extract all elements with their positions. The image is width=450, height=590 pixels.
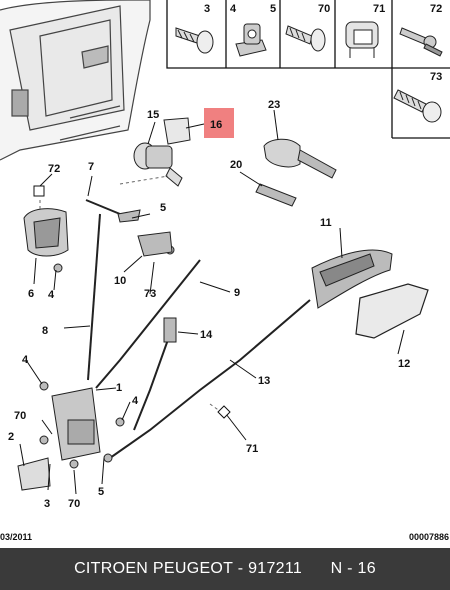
table-header-4: 4 bbox=[230, 3, 237, 15]
cable-14 bbox=[133, 333, 171, 431]
nut-71-drawing bbox=[345, 21, 379, 58]
callout-70b: 70 bbox=[68, 498, 80, 510]
callout-14: 14 bbox=[200, 329, 213, 341]
table-header-3: 3 bbox=[204, 3, 210, 15]
callout-6: 6 bbox=[28, 288, 34, 300]
callout-71: 71 bbox=[246, 443, 258, 455]
inner-handle-drawing bbox=[311, 249, 393, 309]
callout-11: 11 bbox=[320, 217, 332, 229]
footer-title: CITROEN PEUGEOT - 917211 bbox=[74, 560, 303, 577]
callout-4a: 4 bbox=[48, 289, 55, 301]
clip-4-5-drawing bbox=[235, 23, 267, 57]
rod-8 bbox=[87, 213, 101, 381]
callout-8: 8 bbox=[42, 325, 48, 337]
bolt-73-drawing bbox=[393, 89, 442, 123]
footer-date: 03/2011 bbox=[0, 532, 33, 542]
footer-gap bbox=[302, 560, 330, 578]
callout-box-72 bbox=[33, 185, 45, 197]
callout-3: 3 bbox=[44, 498, 50, 510]
callout-70a: 70 bbox=[14, 410, 26, 422]
callout-73: 73 bbox=[144, 288, 156, 300]
part-20-drawing bbox=[255, 183, 297, 207]
screw-3-drawing bbox=[175, 27, 214, 54]
lock-unit-drawing bbox=[51, 387, 101, 461]
callout-5a: 5 bbox=[160, 202, 166, 214]
callout-23: 23 bbox=[268, 99, 280, 111]
table-header-5: 5 bbox=[270, 3, 276, 15]
footer-ref: 00007886 bbox=[408, 532, 449, 542]
rods-and-cables bbox=[85, 199, 311, 459]
lock-cylinder-drawing bbox=[133, 117, 191, 187]
callout-9: 9 bbox=[234, 287, 240, 299]
callout-1: 1 bbox=[116, 382, 122, 394]
outer-handle-drawing bbox=[23, 208, 69, 257]
callout-4b: 4 bbox=[22, 354, 29, 366]
small-fasteners bbox=[39, 209, 177, 469]
parts-diagram: 3 4 5 70 71 72 73 bbox=[0, 0, 450, 510]
leader-lines bbox=[19, 109, 405, 495]
footer-bar: CITROEN PEUGEOT - 917211 N - 16 bbox=[0, 548, 450, 590]
rod-9 bbox=[95, 259, 201, 389]
callout-15: 15 bbox=[147, 109, 159, 121]
table-header-70: 70 bbox=[318, 3, 330, 15]
cable-13 bbox=[109, 299, 311, 459]
footer-page: N - 16 bbox=[330, 560, 376, 577]
table-header-71: 71 bbox=[373, 3, 385, 15]
bolt-72-drawing bbox=[399, 27, 443, 57]
callout-2: 2 bbox=[8, 431, 14, 443]
highlighted-part-16-box bbox=[204, 108, 234, 138]
screw-70-drawing bbox=[285, 25, 326, 52]
callout-72: 72 bbox=[48, 163, 60, 175]
table-header-72: 72 bbox=[430, 3, 442, 15]
callout-10: 10 bbox=[114, 275, 126, 287]
fastener-table bbox=[166, 0, 450, 139]
callout-20: 20 bbox=[230, 159, 242, 171]
callout-5b: 5 bbox=[98, 486, 104, 498]
callout-4c: 4 bbox=[132, 395, 139, 407]
callout-12: 12 bbox=[398, 358, 410, 370]
callout-16: 16 bbox=[210, 119, 222, 131]
table-header-73: 73 bbox=[430, 71, 442, 83]
callout-diamond-71 bbox=[217, 405, 231, 419]
door-panel-drawing bbox=[0, 0, 151, 161]
bracket-2-drawing bbox=[17, 457, 51, 491]
bezel-12-drawing bbox=[355, 283, 429, 339]
key-23-drawing bbox=[263, 138, 337, 179]
callout-13: 13 bbox=[258, 375, 270, 387]
rod-7 bbox=[85, 199, 121, 215]
callout-7: 7 bbox=[88, 161, 94, 173]
